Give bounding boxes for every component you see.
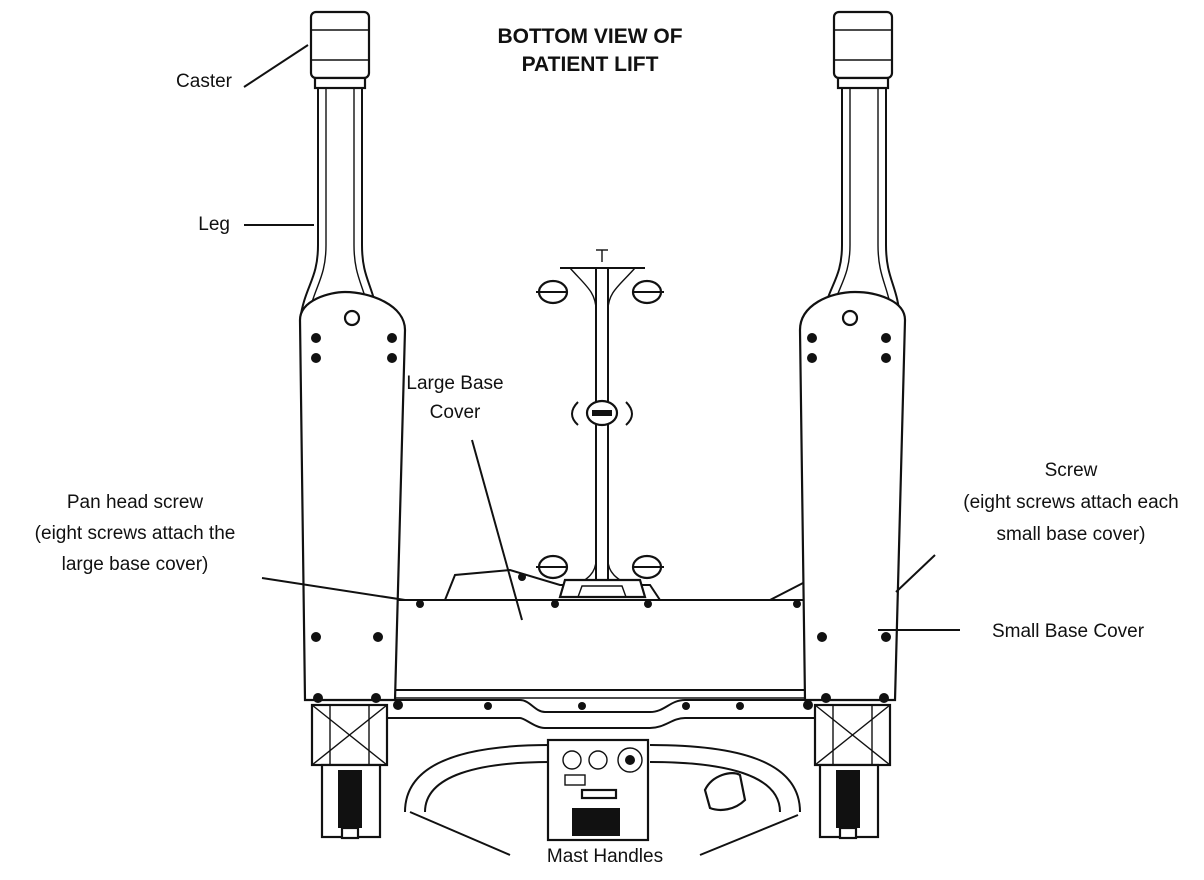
left-caster	[309, 10, 371, 90]
mast-handles-label: Mast Handles	[547, 846, 663, 867]
large-base-cover-label-line-2: Cover	[430, 402, 481, 423]
mast-handles-leader-right	[699, 814, 799, 856]
pan-head-screw-label-line-3: large base cover)	[62, 554, 209, 575]
left-leg	[299, 85, 379, 321]
large-base-cover-screws	[416, 573, 801, 710]
screw-leader	[895, 554, 936, 593]
base-frame	[380, 568, 830, 842]
caster-leader	[243, 44, 309, 88]
pan-head-screw-label-line-2: (eight screws attach the	[35, 523, 236, 544]
right-caster-assembly	[813, 703, 892, 840]
caster-label: Caster	[176, 71, 233, 92]
title-line-2: PATIENT LIFT	[522, 53, 659, 76]
large-base-cover-label-line-1: Large Base	[406, 373, 503, 394]
title-line-1: BOTTOM VIEW OF	[497, 25, 682, 48]
large-base-cover-leader	[471, 439, 523, 621]
right-small-base-cover	[798, 290, 907, 710]
left-caster-assembly	[310, 703, 389, 840]
small-base-cover-label: Small Base Cover	[992, 621, 1145, 642]
left-small-base-cover	[298, 290, 407, 710]
screw-label-line-1: Screw	[1045, 460, 1098, 481]
spreader-bar	[536, 249, 664, 591]
large-base-cover-panel	[394, 599, 806, 691]
leg-label: Leg	[198, 214, 230, 235]
right-caster	[832, 10, 894, 90]
pan-head-screw-leader	[261, 577, 406, 601]
right-leg	[821, 85, 901, 321]
pan-head-screw-label-line-1: Pan head screw	[67, 492, 204, 513]
screw-label-line-2: (eight screws attach each	[963, 492, 1178, 513]
screw-label-line-3: small base cover)	[997, 524, 1146, 545]
mast-handles-leader-left	[409, 811, 511, 856]
